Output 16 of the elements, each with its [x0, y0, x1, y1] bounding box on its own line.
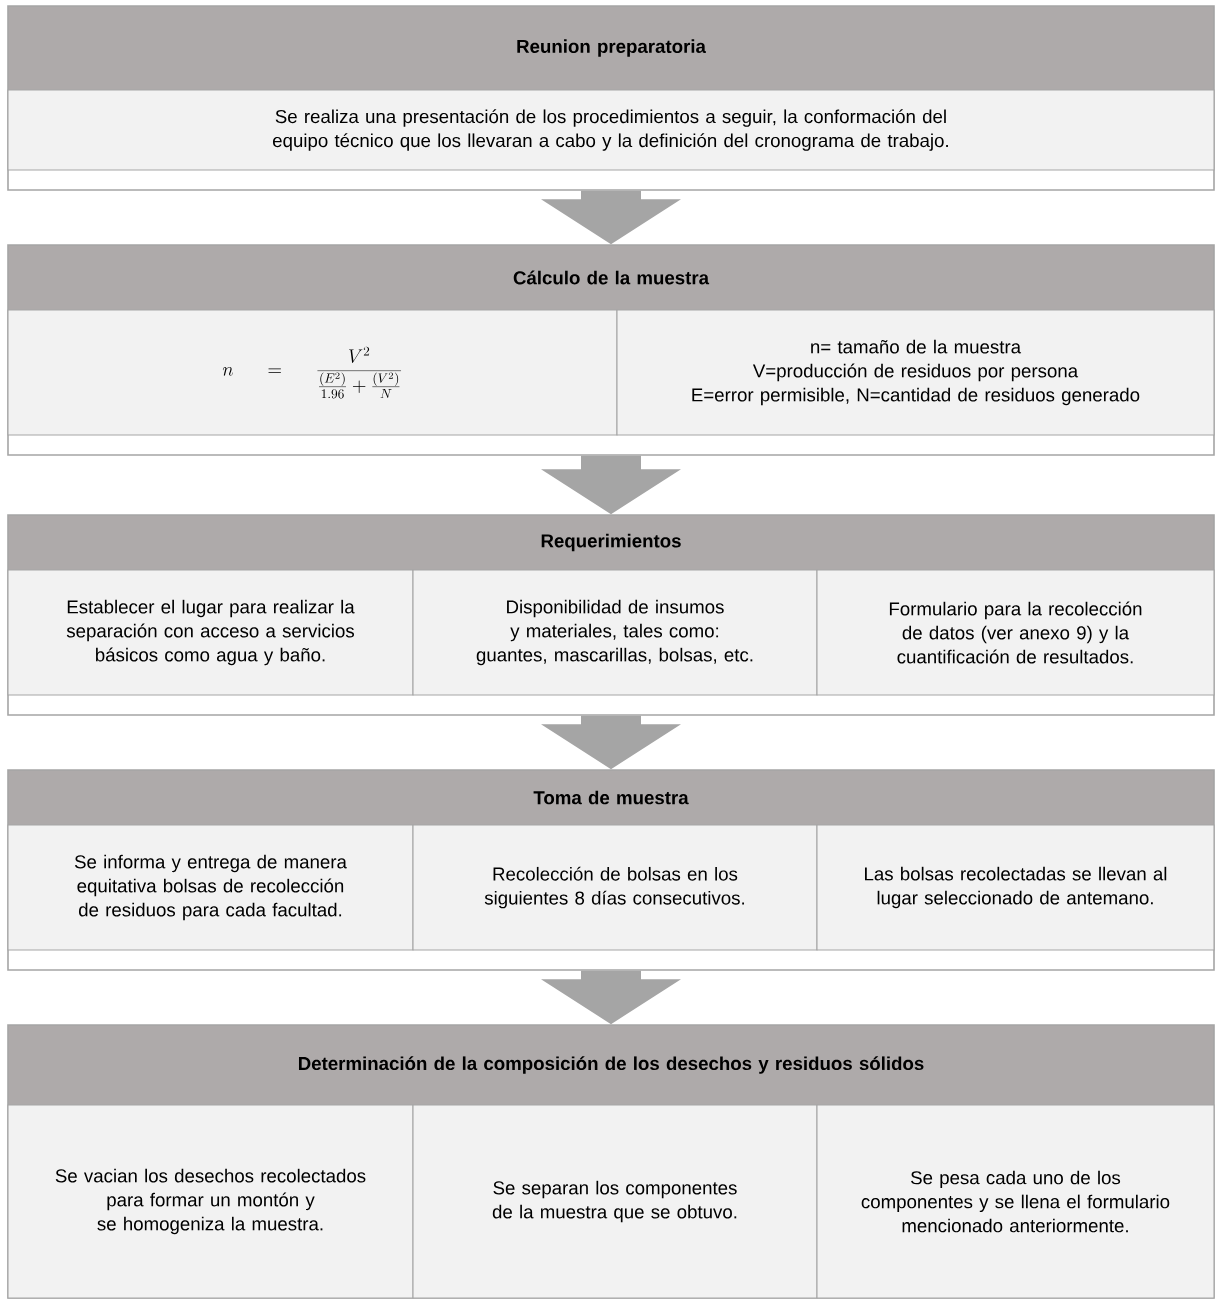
- block-arrow: [541, 970, 681, 1025]
- text-box: $n=\frac{V^2}{\frac{(E^2)}{1.96}+\frac{(V^2)}{N}}$: [7, 309, 618, 436]
- block-arrow: [541, 190, 681, 245]
- text-box: Disponibilidad de insumos y materiales, tales como: guantes, mascarillas, bolsas, etc.: [412, 569, 818, 696]
- text-box: Establecer el lugar para realizar la separación con acceso a servicios básicos como agua y baño.: [7, 569, 414, 696]
- text-box: n= tamaño de la muestra V=producción de residuos por persona E=error permisible, N=cantidad de residuos generado: [616, 309, 1215, 436]
- text-box: Se separan los componentes de la muestra que se obtuvo.: [412, 1104, 818, 1299]
- block-arrow: [541, 715, 681, 770]
- text-box: Se realiza una presentación de los procedimientos a seguir, la conformación del equipo técnico que los llevaran a cabo y la definición del cronograma de trabajo.: [7, 89, 1215, 171]
- block-arrow: [541, 455, 681, 515]
- text-box: Se vacian los desechos recolectados para formar un montón y se homogeniza la muestra.: [7, 1104, 414, 1299]
- text-box: Formulario para la recolección de datos (ver anexo 9) y la cuantificación de resultados.: [816, 569, 1215, 696]
- text-box: Se pesa cada uno de los componentes y se llena el formulario mencionado anteriormente.: [816, 1104, 1215, 1299]
- text-box: Las bolsas recolectadas se llevan al lugar seleccionado de antemano.: [816, 824, 1215, 951]
- text-box: Se informa y entrega de manera equitativa bolsas de recolección de residuos para cada facultad.: [7, 824, 414, 951]
- text-box: Recolección de bolsas en los siguientes 8 días consecutivos.: [412, 824, 818, 951]
